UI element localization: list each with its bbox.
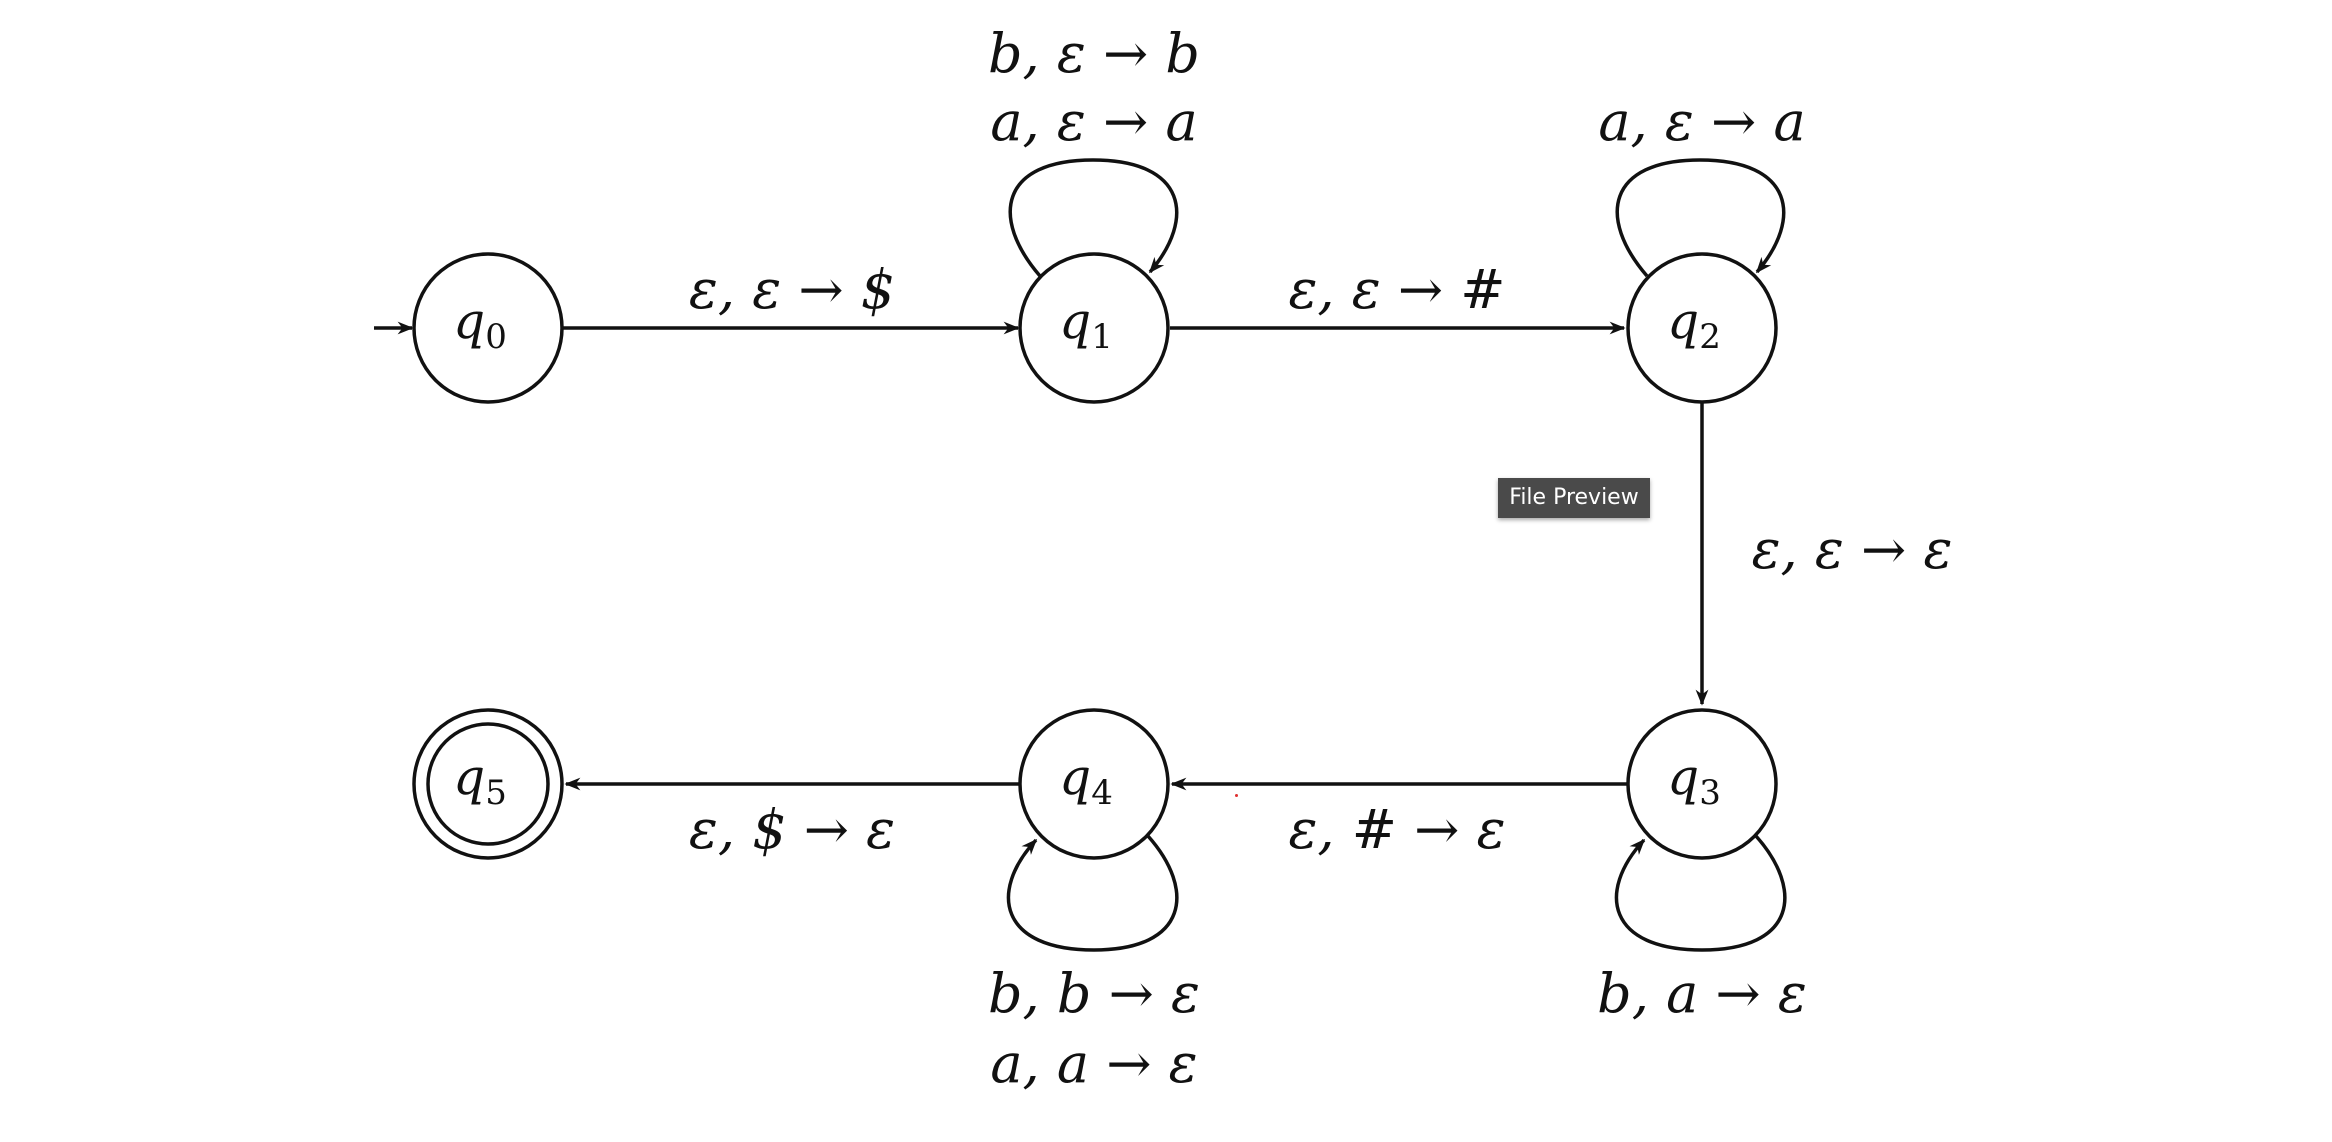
state-q1-letter: q	[1059, 292, 1091, 350]
label-q1-q2: ε, ε → #	[1288, 258, 1505, 321]
svg-text:q0: q0	[453, 292, 507, 357]
state-q5-index: 5	[485, 773, 507, 813]
label-q3-q4: ε, # → ε	[1288, 798, 1505, 861]
stray-mark	[1235, 794, 1238, 797]
svg-text:q2: q2	[1667, 292, 1721, 357]
state-q3-letter: q	[1667, 748, 1699, 806]
loop-q4	[1006, 834, 1179, 952]
state-q2-index: 2	[1699, 317, 1721, 357]
loop-q2	[1615, 158, 1786, 278]
label-loop-q2: a, ε → a	[1598, 90, 1805, 153]
label-q4-q5: ε, $ → ε	[689, 798, 895, 861]
state-q5-accepting: q5	[412, 708, 564, 860]
file-preview-tooltip: File Preview	[1498, 478, 1650, 518]
svg-text:q5: q5	[453, 748, 507, 813]
state-q3: q3	[1626, 708, 1778, 860]
state-q1-index: 1	[1091, 317, 1113, 357]
label-q2-q3: ε, ε → ε	[1752, 518, 1953, 581]
label-loop-q3: b, a → ε	[1597, 962, 1807, 1025]
label-q0-q1: ε, ε → $	[689, 258, 895, 321]
state-q0-letter: q	[453, 292, 485, 350]
svg-text:q3: q3	[1667, 748, 1721, 813]
label-loop-q4-line1: b, b → ε	[988, 962, 1200, 1025]
state-q1: q1	[1018, 252, 1170, 404]
svg-text:q4: q4	[1059, 748, 1113, 813]
state-q4: q4	[1018, 708, 1170, 860]
state-q2-letter: q	[1667, 292, 1699, 350]
state-q2: q2	[1626, 252, 1778, 404]
label-loop-q4-line2: a, a → ε	[990, 1032, 1197, 1095]
state-q5-letter: q	[453, 748, 485, 806]
state-q0: q0	[412, 252, 564, 404]
loop-q1	[1008, 158, 1179, 278]
label-loop-q1-line2: a, ε → a	[990, 90, 1197, 153]
state-q0-index: 0	[485, 317, 507, 357]
state-q3-index: 3	[1699, 773, 1721, 813]
state-q4-letter: q	[1059, 748, 1091, 806]
svg-text:q1: q1	[1059, 292, 1113, 357]
label-loop-q1-line1: b, ε → b	[988, 22, 1200, 85]
loop-q3	[1614, 834, 1787, 952]
state-q4-index: 4	[1091, 773, 1113, 813]
